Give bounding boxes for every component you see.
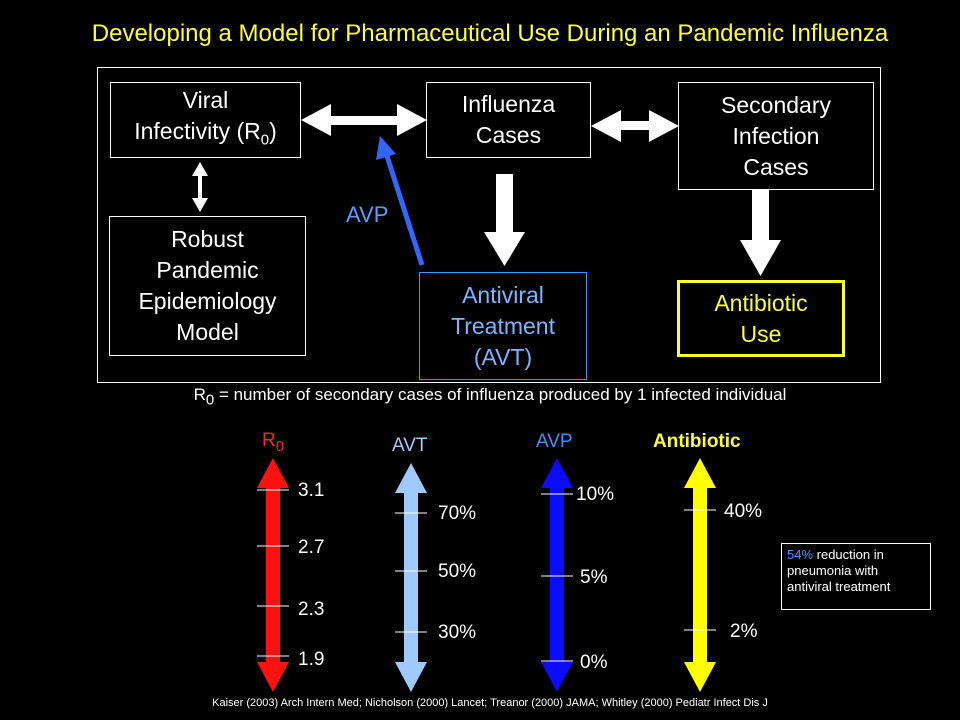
scale-arrowhead-up [684,458,716,488]
model-diagram-frame [97,67,881,383]
avp-arrow [376,136,425,266]
antibiotic-scale-heading: Antibiotic [653,431,741,452]
scale-arrowhead-down [257,662,289,692]
robust-line3: Epidemiology [138,288,277,314]
secondary-line1: Secondary [721,91,831,118]
avt-tick-label: 50% [438,561,477,582]
antibiotic-tick-label: 40% [724,501,763,522]
antibiotic-line1: Antibiotic [714,289,808,316]
scale-arrowhead-up [257,458,289,488]
r0-scale-heading: R0 [262,430,285,455]
antiviral-treatment-box: Antiviral Treatment (AVT) [419,272,587,380]
r0-tick-label: 2.3 [298,599,325,620]
secondary-infection-box: Secondary Infection Cases [678,82,874,190]
pneumonia-reduction-note: 54% reduction in pneumonia with antivira… [781,543,931,610]
references: Kaiser (2003) Arch Intern Med; Nicholson… [212,697,768,709]
scale-arrowhead-up [395,463,427,493]
antibiotic-use-box: Antibiotic Use [677,280,845,357]
antibiotic-tick-label: 2% [730,621,758,642]
avp-tick-label: 10% [576,484,615,505]
scale-shaft [404,489,418,666]
avp-tick-label: 0% [580,652,608,673]
slide-title: Developing a Model for Pharmaceutical Us… [91,20,889,47]
robust-line4: Model [176,319,239,345]
antibiotic-scale-arrow [684,458,716,692]
scale-arrowhead-down [395,662,427,692]
secondary-line3: Cases [743,153,809,180]
avp-tick-label: 5% [580,567,608,588]
robust-line1: Robust [171,226,244,252]
down-arrow-flu-antiviral [484,174,525,266]
flu-line1: Influenza [461,91,556,117]
scale-shaft [550,484,564,666]
scale-arrowhead-down [684,662,716,692]
avt-scale-arrow [395,463,427,692]
viral-line2: Infectivity (R0) [134,117,277,149]
r0-tick-label: 2.7 [298,537,325,558]
scale-shaft [693,484,707,666]
secondary-line2: Infection [732,122,820,149]
avt-tick-label: 70% [438,503,477,524]
robust-model-box: Robust Pandemic Epidemiology Model [109,216,306,356]
r0-tick-label: 3.1 [298,480,325,501]
avp-scale-heading: AVP [536,431,573,452]
avt-scale-heading: AVT [392,435,428,456]
viral-infectivity-box: Viral Infectivity (R0) [110,82,301,158]
scale-arrowhead-up [541,458,573,488]
r0-tick-label: 1.9 [298,649,325,670]
antiviral-line1: Antiviral [462,281,544,308]
antibiotic-line2: Use [740,320,782,347]
scale-arrowhead-down [541,662,573,692]
avp-label: AVP [346,202,389,227]
r0-definition: R0 = number of secondary cases of influe… [193,385,787,409]
avt-tick-label: 30% [438,622,477,643]
flu-line2: Cases [475,122,542,148]
double-arrow-viral-flu [301,104,427,136]
scale-shaft [266,484,280,666]
viral-line1: Viral [182,86,229,113]
antiviral-line3: (AVT) [473,343,533,370]
avp-scale-arrow [541,458,573,692]
antiviral-line2: Treatment [451,312,555,339]
double-arrow-viral-robust [192,162,208,212]
double-arrow-flu-secondary [591,110,679,142]
down-arrow-secondary-antibiotic [740,190,781,276]
robust-line2: Pandemic [156,257,259,283]
r0-scale-arrow [257,458,289,692]
